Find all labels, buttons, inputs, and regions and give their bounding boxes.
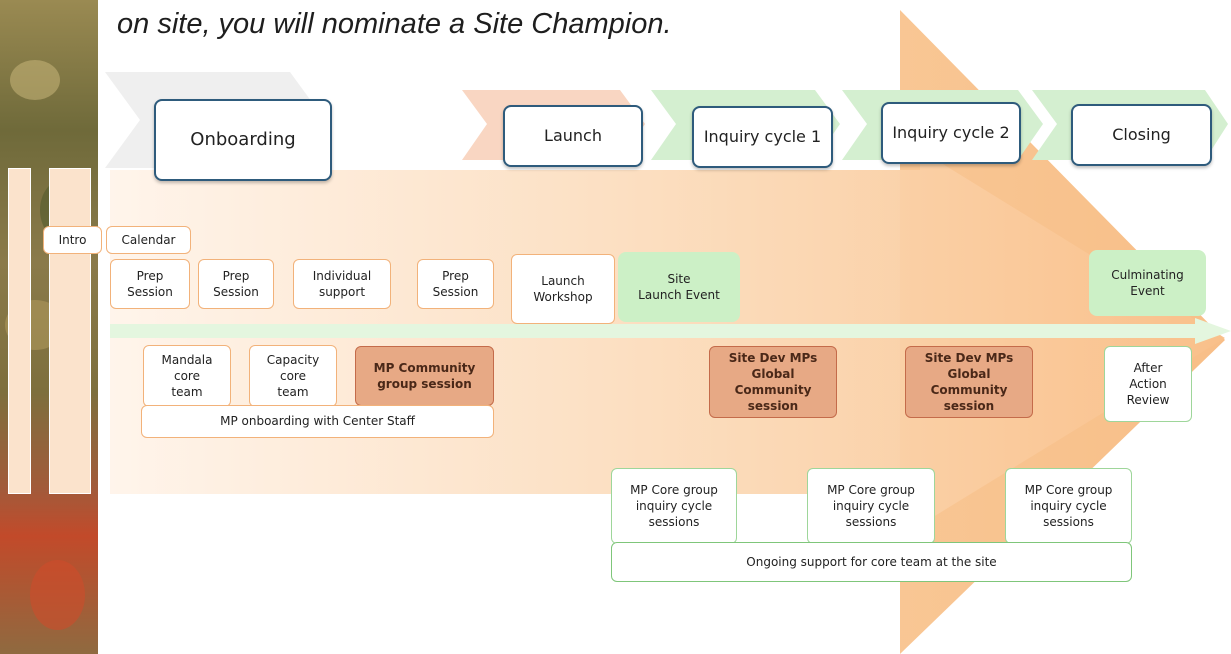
mp-core-group-2: MP Core group inquiry cycle sessions bbox=[807, 468, 935, 544]
phase-onboarding: Onboarding bbox=[154, 99, 332, 181]
site-launch-event: Site Launch Event bbox=[618, 252, 740, 322]
after-action-review: After Action Review bbox=[1104, 346, 1192, 422]
ongoing-support: Ongoing support for core team at the sit… bbox=[611, 542, 1132, 582]
prep-session-2: Prep Session bbox=[198, 259, 274, 309]
site-dev-session-1: Site Dev MPs Global Community session bbox=[709, 346, 837, 418]
mp-core-group-1: MP Core group inquiry cycle sessions bbox=[611, 468, 737, 544]
calendar-label: Calendar bbox=[106, 226, 191, 254]
capacity-core-team: Capacity core team bbox=[249, 345, 337, 407]
site-dev-session-2: Site Dev MPs Global Community session bbox=[905, 346, 1033, 418]
side-column-1 bbox=[8, 168, 31, 494]
mp-core-group-3: MP Core group inquiry cycle sessions bbox=[1005, 468, 1132, 544]
mandala-core-team: Mandala core team bbox=[143, 345, 231, 407]
page-heading: on site, you will nominate a Site Champi… bbox=[117, 8, 672, 40]
mp-community-session: MP Community group session bbox=[355, 346, 494, 406]
phase-inquiry-cycle-1: Inquiry cycle 1 bbox=[692, 106, 833, 168]
prep-session-3: Prep Session bbox=[417, 259, 494, 309]
culminating-event: Culminating Event bbox=[1089, 250, 1206, 316]
mp-onboarding-center-staff: MP onboarding with Center Staff bbox=[141, 405, 494, 438]
side-column-2 bbox=[49, 168, 91, 494]
intro-label: Intro bbox=[43, 226, 102, 254]
phase-inquiry-cycle-2: Inquiry cycle 2 bbox=[881, 102, 1021, 164]
individual-support: Individual support bbox=[293, 259, 391, 309]
phase-launch: Launch bbox=[503, 105, 643, 167]
launch-workshop: Launch Workshop bbox=[511, 254, 615, 324]
phase-closing: Closing bbox=[1071, 104, 1212, 166]
divider-band bbox=[110, 324, 1200, 338]
prep-session-1: Prep Session bbox=[110, 259, 190, 309]
